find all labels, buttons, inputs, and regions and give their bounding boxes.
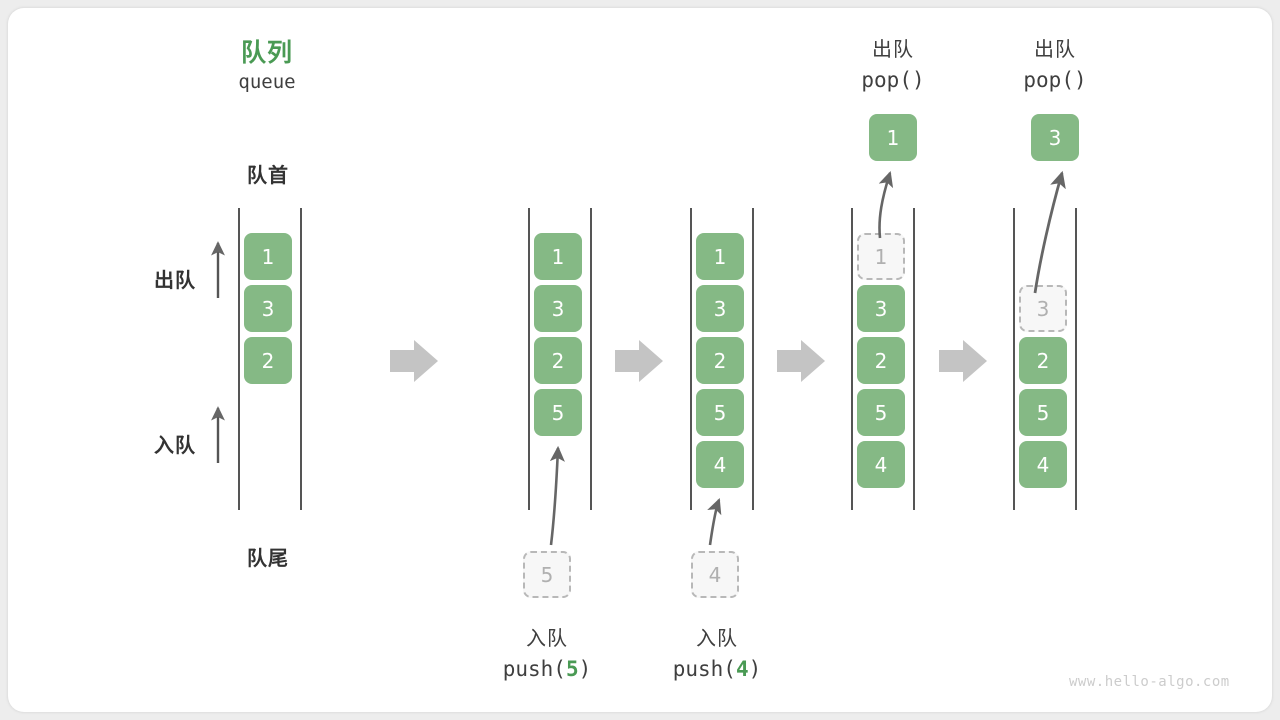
queue-rail-left-1	[238, 208, 240, 510]
watermark: www.hello-algo.com	[1069, 674, 1230, 690]
queue-element: 5	[696, 389, 744, 436]
push-label-cn-2: 入队	[696, 628, 738, 650]
queue-head-label: 队首	[247, 165, 289, 187]
step-arrow-3	[777, 340, 825, 382]
queue-rail-right-4	[913, 208, 915, 510]
queue-element: 2	[244, 337, 292, 384]
queue-rail-left-5	[1013, 208, 1015, 510]
queue-incoming-ghost: 4	[691, 551, 739, 598]
push-code-arg-1: 5	[565, 657, 579, 681]
queue-element: 3	[696, 285, 744, 332]
queue-element: 3	[244, 285, 292, 332]
push-label-code-2: push(4)	[652, 657, 782, 681]
queue-tail-label: 队尾	[247, 548, 289, 570]
queue-element: 2	[1019, 337, 1067, 384]
pop-arrow-2	[1033, 170, 1066, 294]
dequeue-side-label: 出队	[154, 270, 196, 292]
queue-element: 1	[696, 233, 744, 280]
pop-label-code-2: pop()	[1023, 68, 1087, 92]
queue-outgoing-ghost: 1	[857, 233, 905, 280]
popped-element-1: 1	[869, 114, 917, 161]
push-arrow-1	[549, 445, 565, 546]
queue-element: 2	[534, 337, 582, 384]
queue-outgoing-ghost: 3	[1019, 285, 1067, 332]
queue-element: 5	[857, 389, 905, 436]
push-arrow-2	[707, 498, 722, 546]
queue-rail-left-2	[528, 208, 530, 510]
step-arrow-2	[615, 340, 663, 382]
queue-rail-left-4	[851, 208, 853, 510]
enqueue-side-label: 入队	[154, 435, 196, 457]
queue-element: 2	[857, 337, 905, 384]
step-arrow-4	[939, 340, 987, 382]
queue-rail-right-3	[752, 208, 754, 510]
queue-element-new: 4	[696, 441, 744, 488]
pop-arrow-1	[878, 171, 894, 239]
push-label-cn-1: 入队	[526, 628, 568, 650]
queue-element: 3	[857, 285, 905, 332]
queue-element: 4	[1019, 441, 1067, 488]
push-code-prefix-2: push(	[672, 657, 736, 681]
step-arrow-1	[390, 340, 438, 382]
queue-rail-right-2	[590, 208, 592, 510]
push-code-suffix-2: )	[748, 657, 762, 681]
queue-element-new: 5	[534, 389, 582, 436]
queue-element: 4	[857, 441, 905, 488]
pop-label-cn-1: 出队	[872, 39, 914, 61]
pop-label-cn-2: 出队	[1034, 39, 1076, 61]
push-code-prefix-1: push(	[502, 657, 566, 681]
queue-element: 3	[534, 285, 582, 332]
push-label-code-1: push(5)	[482, 657, 612, 681]
queue-rail-left-3	[690, 208, 692, 510]
diagram-title-cn: 队列	[240, 39, 293, 67]
queue-element: 2	[696, 337, 744, 384]
push-code-suffix-1: )	[578, 657, 592, 681]
queue-incoming-ghost: 5	[523, 551, 571, 598]
queue-rail-right-1	[300, 208, 302, 510]
queue-element: 1	[244, 233, 292, 280]
queue-element: 1	[534, 233, 582, 280]
diagram-title-en: queue	[238, 71, 296, 93]
popped-element-2: 3	[1031, 114, 1079, 161]
queue-rail-right-5	[1075, 208, 1077, 510]
pop-label-code-1: pop()	[861, 68, 925, 92]
queue-element: 5	[1019, 389, 1067, 436]
push-code-arg-2: 4	[735, 657, 749, 681]
